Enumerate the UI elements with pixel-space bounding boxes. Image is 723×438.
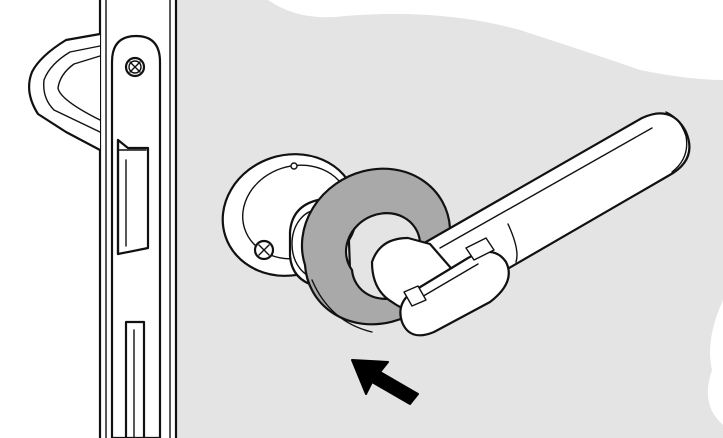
door-surface-edge [707, 300, 723, 425]
inner-handle [27, 32, 102, 152]
rose-screw-icon [253, 239, 275, 261]
deadbolt-slot [124, 320, 146, 438]
latch-bolt [116, 138, 150, 256]
arrow-icon [351, 359, 419, 405]
faceplate-screw-icon [124, 56, 146, 78]
lever-handle [370, 111, 691, 337]
